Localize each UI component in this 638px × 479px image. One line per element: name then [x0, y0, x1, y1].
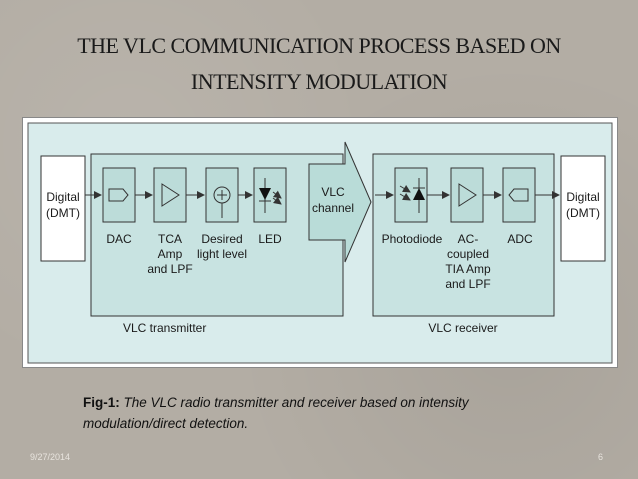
tia-amp-box [450, 167, 484, 223]
sink-box [560, 155, 606, 262]
footer-date: 9/27/2014 [30, 452, 71, 462]
sink-label-line-2: (DMT) [566, 206, 600, 220]
figure-caption: Fig-1: The VLC radio transmitter and rec… [83, 392, 553, 434]
slide-title-line-1: THE VLC COMMUNICATION PROCESS BASED ON [77, 33, 561, 58]
tia-label-line-1: AC- [458, 232, 479, 246]
tia-label-line-2: coupled [447, 247, 489, 261]
photodiode-label: Photodiode [382, 232, 443, 246]
led-label: LED [258, 232, 282, 246]
led-box [253, 167, 287, 223]
tca-amp-box [153, 167, 187, 223]
receiver-label: VLC receiver [428, 321, 497, 335]
adc-box [502, 167, 536, 223]
source-label-line-1: Digital [46, 190, 79, 204]
transmitter-label: VLC transmitter [123, 321, 206, 335]
summing-junction-icon [213, 186, 231, 218]
source-label-line-2: (DMT) [46, 206, 80, 220]
dac-pentagon-icon [108, 188, 129, 202]
caption-text: The VLC radio transmitter and receiver b… [83, 395, 469, 431]
source-box [40, 155, 86, 262]
vlc-block-diagram: Digital (DMT) VLC transmitter [22, 117, 618, 368]
caption-prefix: Fig-1: [83, 395, 120, 410]
diagram-svg: Digital (DMT) VLC transmitter [27, 122, 613, 364]
dac-box [102, 167, 136, 223]
adc-label: ADC [507, 232, 533, 246]
sink-label-line-1: Digital [566, 190, 599, 204]
tia-label-line-3: TIA Amp [445, 262, 491, 276]
tca-label-line-3: and LPF [147, 262, 192, 276]
dac-label: DAC [106, 232, 132, 246]
footer-page-number: 6 [597, 452, 603, 462]
photodiode-icon [399, 178, 425, 213]
channel-label-line-1: VLC [321, 185, 345, 199]
desired-label-line-2: light level [197, 247, 247, 261]
channel-label-line-2: channel [312, 201, 354, 215]
vlc-channel-arrow [308, 141, 372, 263]
tia-label-line-4: and LPF [445, 277, 490, 291]
led-icon [259, 178, 282, 213]
amplifier-triangle-icon [458, 183, 477, 207]
tca-label-line-1: TCA [158, 232, 182, 246]
desired-label-line-1: Desired [201, 232, 242, 246]
tca-label-line-2: Amp [158, 247, 183, 261]
adc-pentagon-icon [508, 188, 529, 202]
slide-title-line-2: INTENSITY MODULATION [190, 69, 448, 94]
amplifier-triangle-icon [161, 183, 180, 207]
